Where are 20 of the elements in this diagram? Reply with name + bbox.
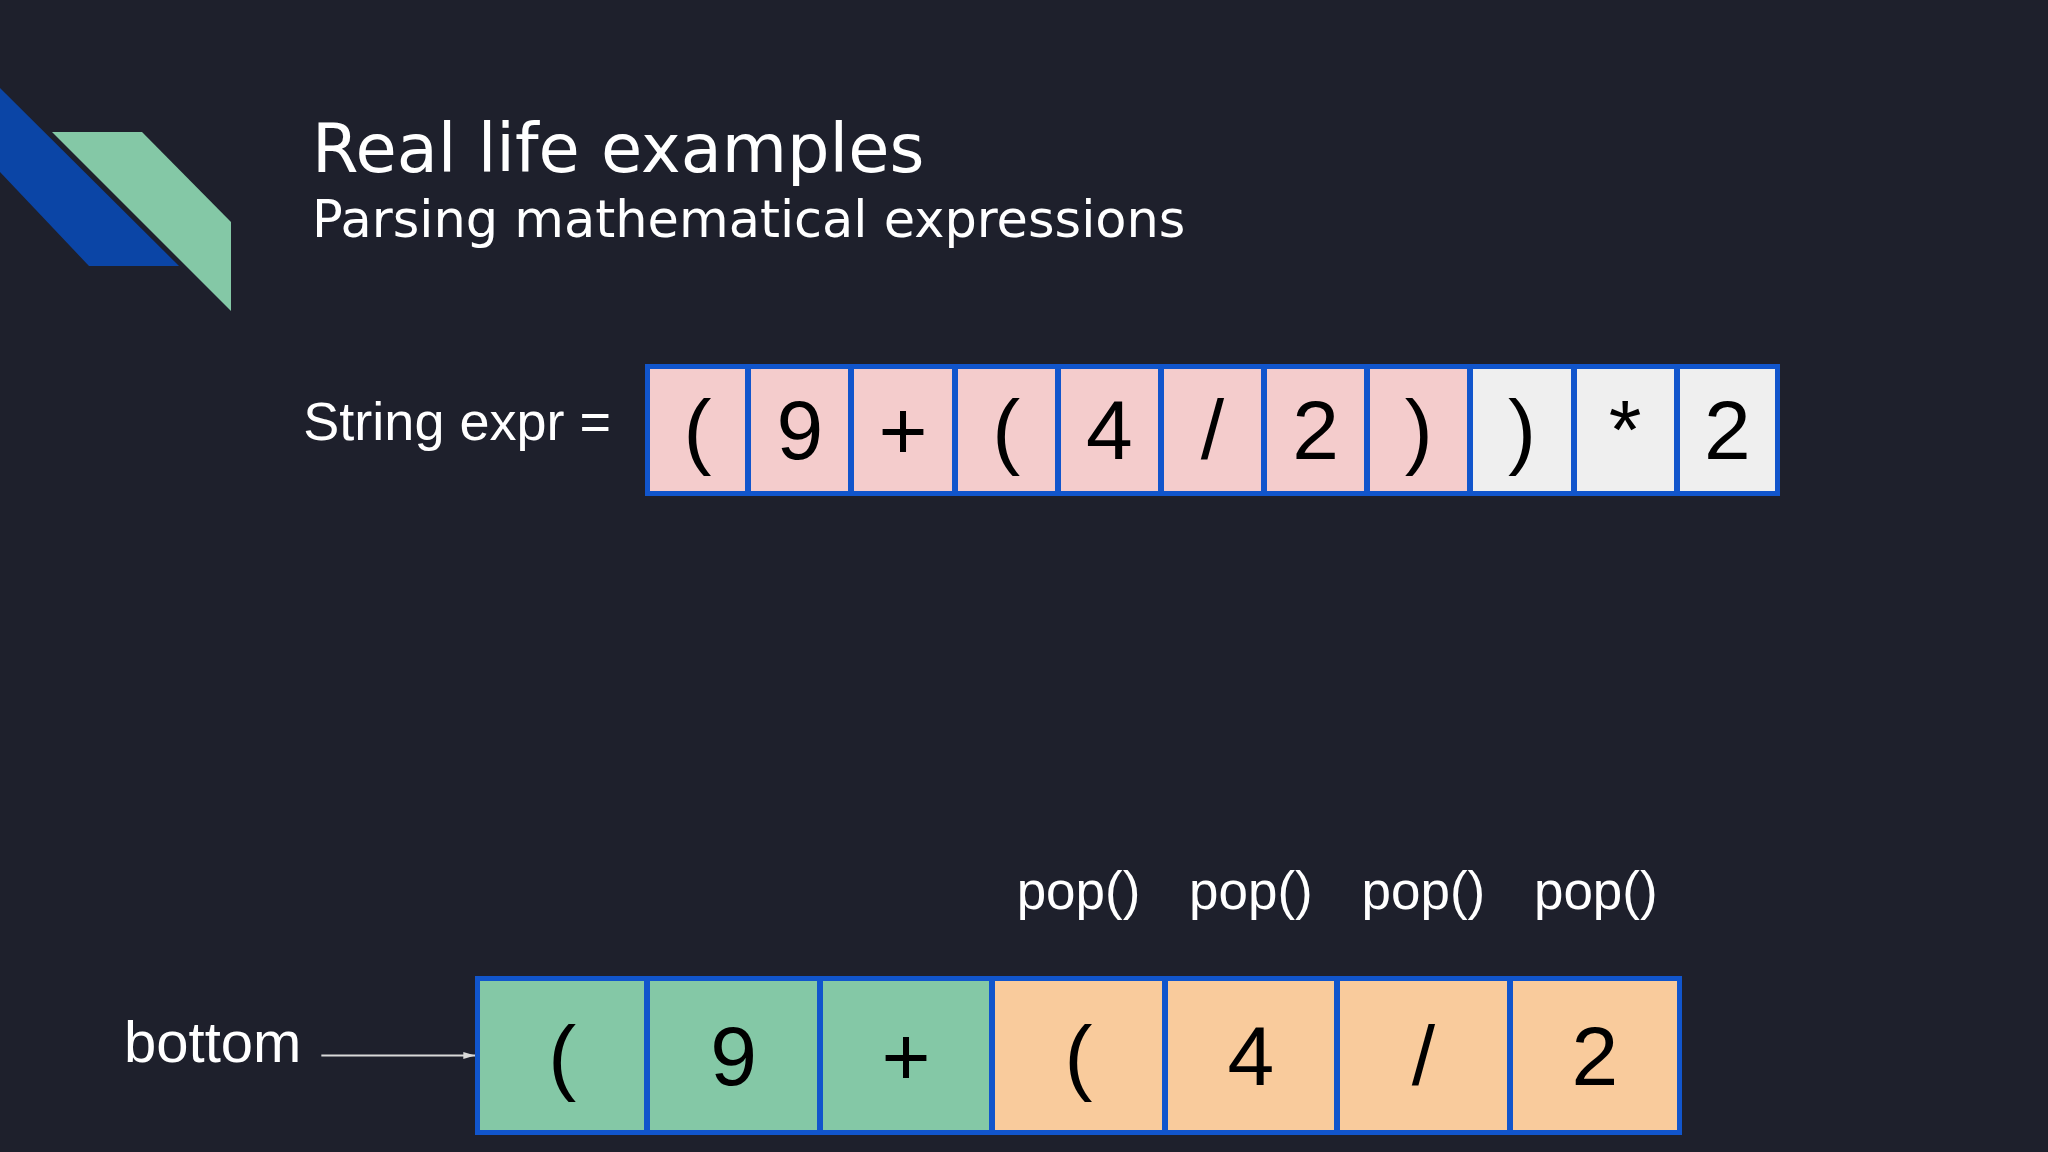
stack-cell: + xyxy=(819,976,993,1135)
stack-cell: 9 xyxy=(647,976,820,1135)
stack-bottom-label: bottom xyxy=(124,1013,302,1071)
stack-cell: ( xyxy=(475,976,648,1135)
expression-char-cell: ( xyxy=(954,364,1058,496)
expression-char-cell: 9 xyxy=(748,364,852,496)
expression-char-cell: * xyxy=(1573,364,1677,496)
stack-cell: ( xyxy=(992,976,1165,1135)
expression-char-cell: 2 xyxy=(1264,364,1368,496)
arrow xyxy=(320,1052,476,1059)
expression-char-cell: ) xyxy=(1367,364,1471,496)
expression-char-cell: ) xyxy=(1470,364,1574,496)
expression-char-cell: 2 xyxy=(1676,364,1780,496)
expression-char-cell: / xyxy=(1160,364,1265,496)
expression-char-cell: ( xyxy=(645,364,749,496)
stack-cell: 4 xyxy=(1164,976,1338,1135)
expression-char-cell: + xyxy=(851,364,955,496)
expression-char-cell: 4 xyxy=(1057,364,1161,496)
stack-cell: / xyxy=(1337,976,1510,1135)
stack-cell: 2 xyxy=(1509,976,1682,1135)
